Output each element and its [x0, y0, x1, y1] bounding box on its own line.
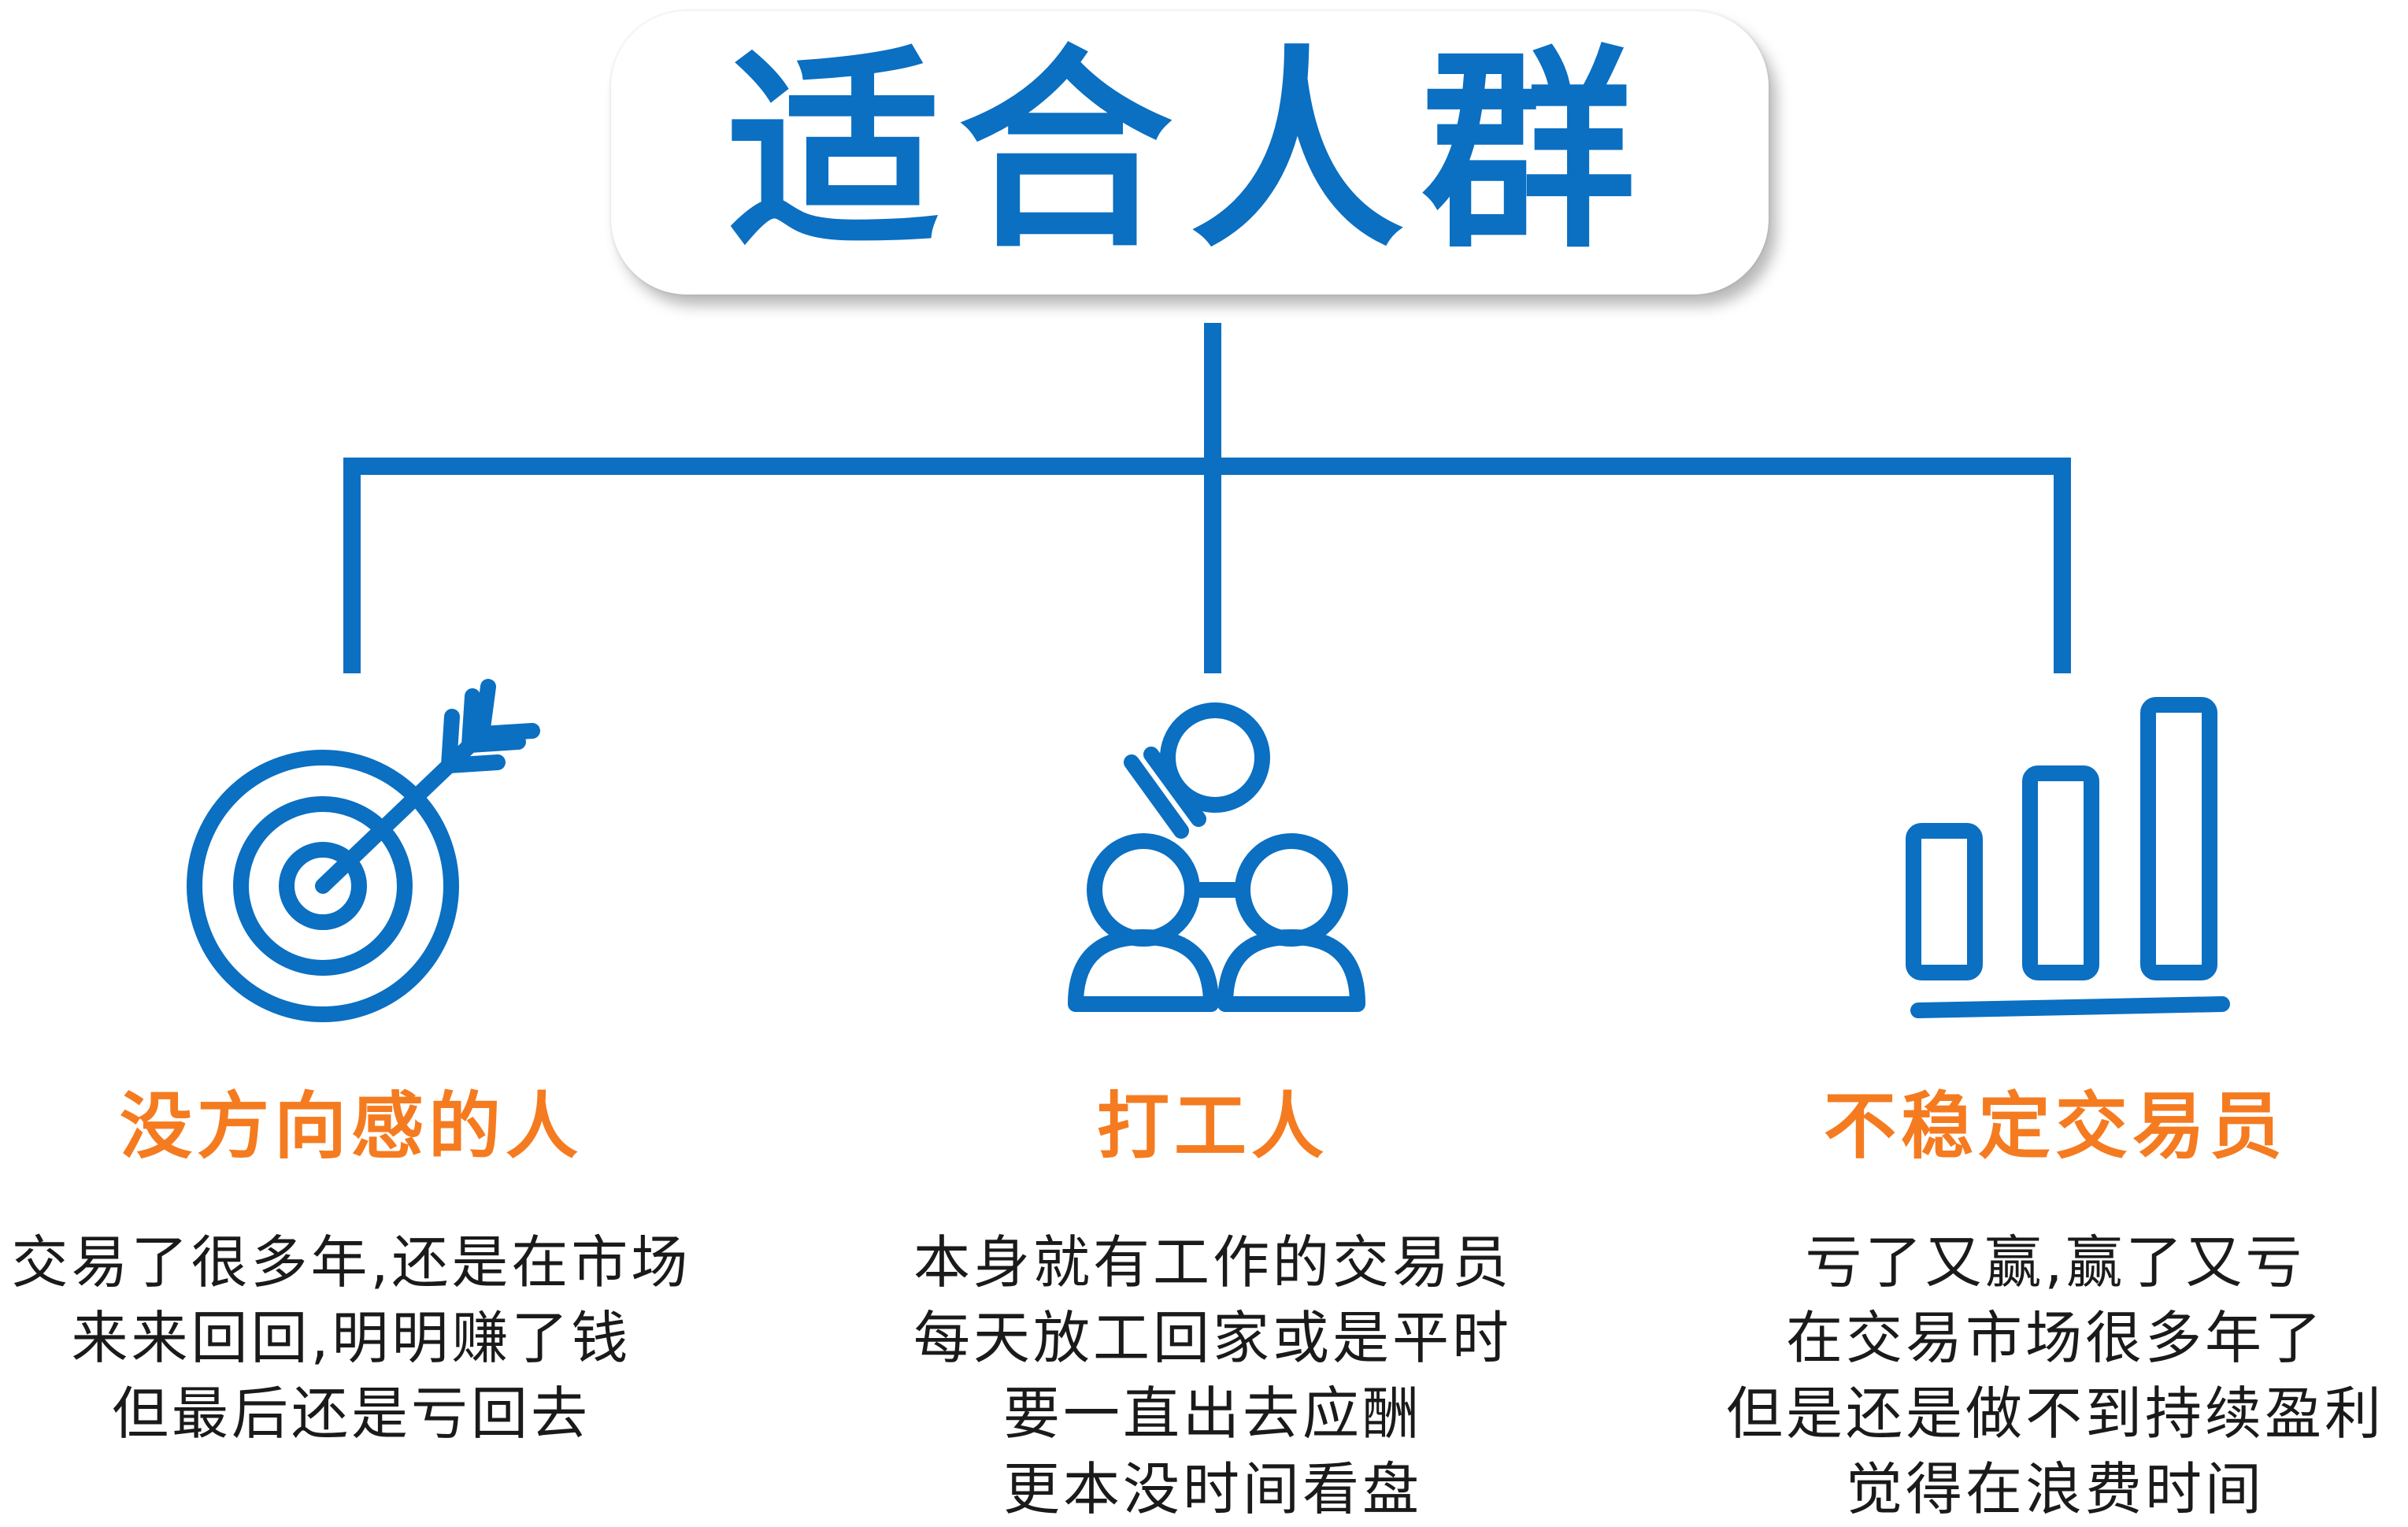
column-description-2: 本身就有工作的交易员 每天放工回家或是平时 要一直出去应酬 更本没时间看盘	[843, 1225, 1583, 1527]
column-description-1: 交易了很多年,还是在市场 来来回回,明明赚了钱 但最后还是亏回去	[0, 1225, 721, 1451]
description-line: 交易了很多年,还是在市场	[11, 1229, 691, 1295]
description-line: 但最后还是亏回去	[111, 1381, 591, 1447]
column-heading-3: 不稳定交易员	[1823, 1084, 2287, 1169]
description-line: 在交易市场很多年了	[1785, 1305, 2325, 1371]
target-arrow-icon	[187, 679, 540, 1022]
description-line: 亏了又赢,赢了又亏	[1805, 1229, 2306, 1295]
description-line: 更本没时间看盘	[1002, 1456, 1422, 1522]
column-heading-1: 没方向感的人	[119, 1084, 583, 1169]
description-line: 来来回回,明明赚了钱	[71, 1305, 632, 1371]
column-description-3: 亏了又赢,赢了又亏 在交易市场很多年了 但是还是做不到持续盈利 觉得在浪费时间	[1685, 1225, 2408, 1527]
title-box: 适合人群	[611, 11, 1769, 295]
description-line: 但是还是做不到持续盈利	[1725, 1381, 2384, 1447]
description-line: 本身就有工作的交易员	[913, 1229, 1512, 1295]
column-heading-2: 打工人	[1096, 1084, 1328, 1169]
description-line: 要一直出去应酬	[1002, 1381, 1422, 1447]
page-title: 适合人群	[727, 28, 1653, 277]
worker-group-icon	[1068, 702, 1365, 1012]
description-line: 每天放工回家或是平时	[913, 1305, 1512, 1371]
description-line: 觉得在浪费时间	[1845, 1456, 2265, 1522]
bar-chart-icon	[1906, 697, 2230, 1018]
